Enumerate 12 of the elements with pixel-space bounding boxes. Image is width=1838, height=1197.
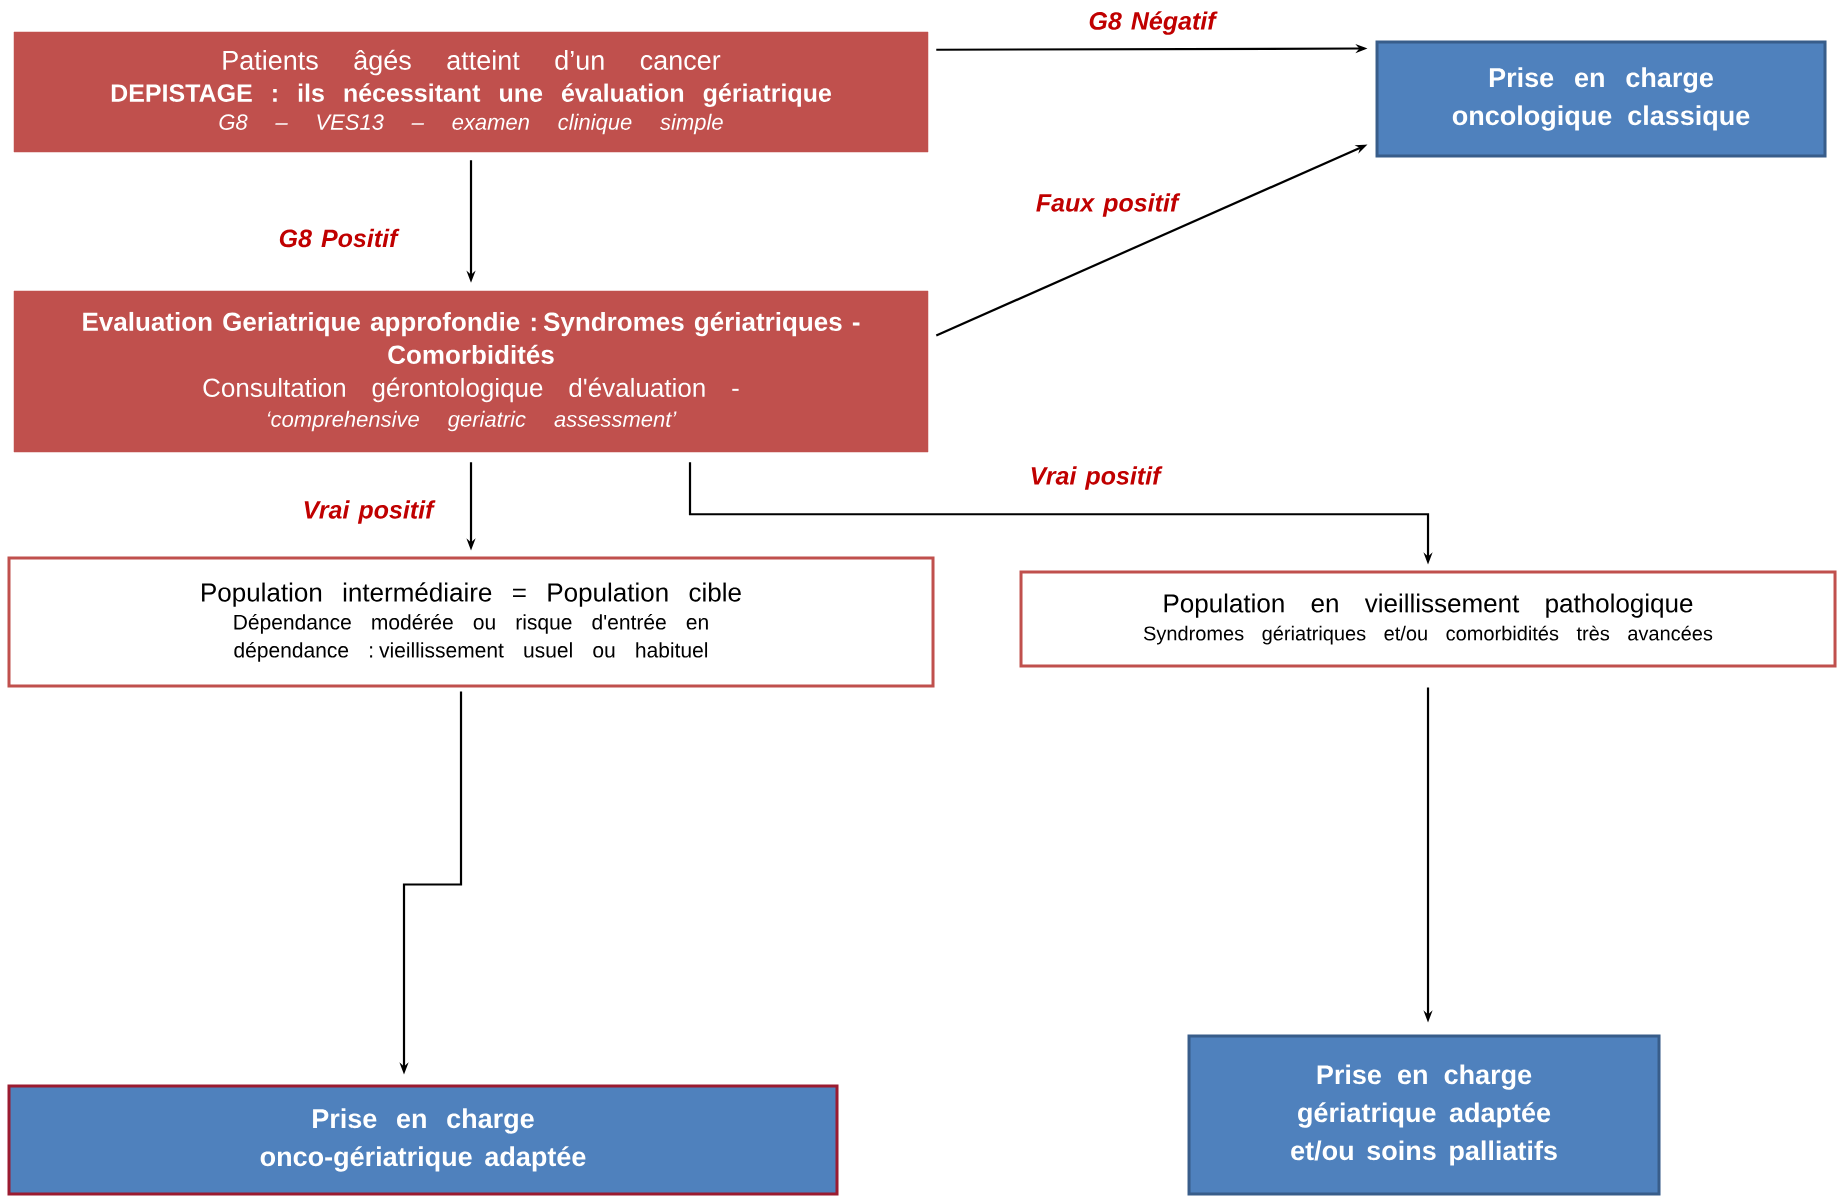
- edge-label: G8 Négatif: [1086, 9, 1218, 37]
- outcome-box: Prise en charge oncologique classique: [1375, 40, 1827, 158]
- edge-label: G8 Positif: [276, 226, 400, 250]
- outcome-box: Prise en charge onco-gériatrique adaptée: [7, 1084, 839, 1196]
- population-box: Population en vieillissement pathologique Syndromes gériatriques et/ou comorbidités très avancées: [1019, 570, 1837, 668]
- screening-box: Patients âgés atteint d’un cancer DEPISTAGE : ils nécessitant une évaluation gériatrique G8 – VES13 – examen clinique simple: [13, 31, 929, 153]
- edge-label: Vrai positif: [1027, 464, 1163, 492]
- assessment-box: Evaluation Geriatrique approfondie : Syndromes gériatriques - Comorbidités Consultation gérontologique d'évaluation - ‘comprehensive geriatric assessment’: [13, 290, 929, 453]
- population-box: Population intermédiaire = Population cible Dépendance modérée ou risque d'entrée en dépendance : vieillissement usuel ou habituel: [7, 556, 935, 688]
- outcome-box: Prise en charge gériatrique adaptée et/ou soins palliatifs: [1187, 1034, 1661, 1196]
- edge-label: Faux positif: [1033, 191, 1181, 219]
- edge-label: Vrai positif: [300, 498, 436, 526]
